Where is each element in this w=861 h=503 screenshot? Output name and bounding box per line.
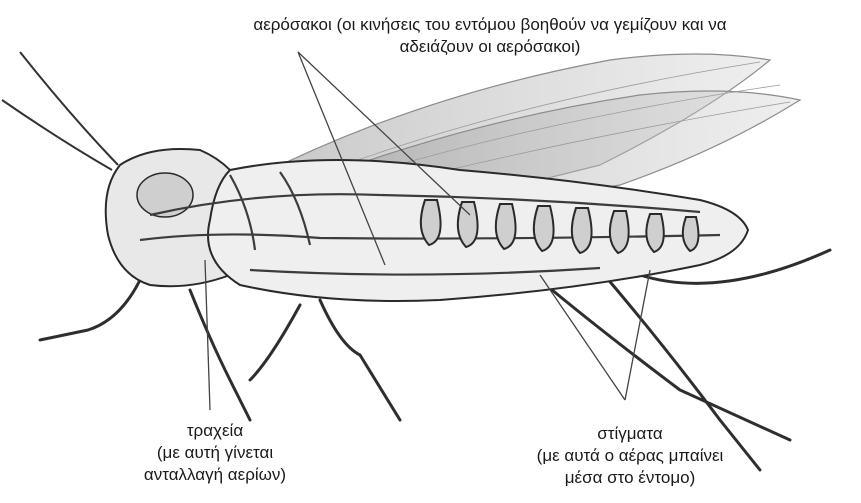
label-spiracles-line2: (με αυτά ο αέρας μπαίνει [500, 445, 760, 467]
label-air-sacs: αερόσακοι (οι κινήσεις του εντόμου βοηθο… [160, 14, 820, 58]
compound-eye [137, 173, 193, 217]
leader-spiracles-b [625, 270, 650, 400]
label-air-sacs-line1: αερόσακοι (οι κινήσεις του εντόμου βοηθο… [160, 14, 820, 36]
label-air-sacs-line2: αδειάζουν οι αερόσακοι) [160, 36, 820, 58]
label-spiracles-line1: στίγματα [500, 423, 760, 445]
label-trachea-line2: (με αυτή γίνεται [120, 442, 310, 464]
label-trachea-line3: ανταλλαγή αερίων) [120, 464, 310, 486]
label-spiracles-line3: μέσα στο έντομο) [500, 467, 760, 489]
label-trachea-line1: τραχεία [120, 420, 310, 442]
label-trachea: τραχεία (με αυτή γίνεται ανταλλαγή αερίω… [120, 420, 310, 486]
label-spiracles: στίγματα (με αυτά ο αέρας μπαίνει μέσα σ… [500, 423, 760, 489]
antennae [2, 52, 118, 170]
